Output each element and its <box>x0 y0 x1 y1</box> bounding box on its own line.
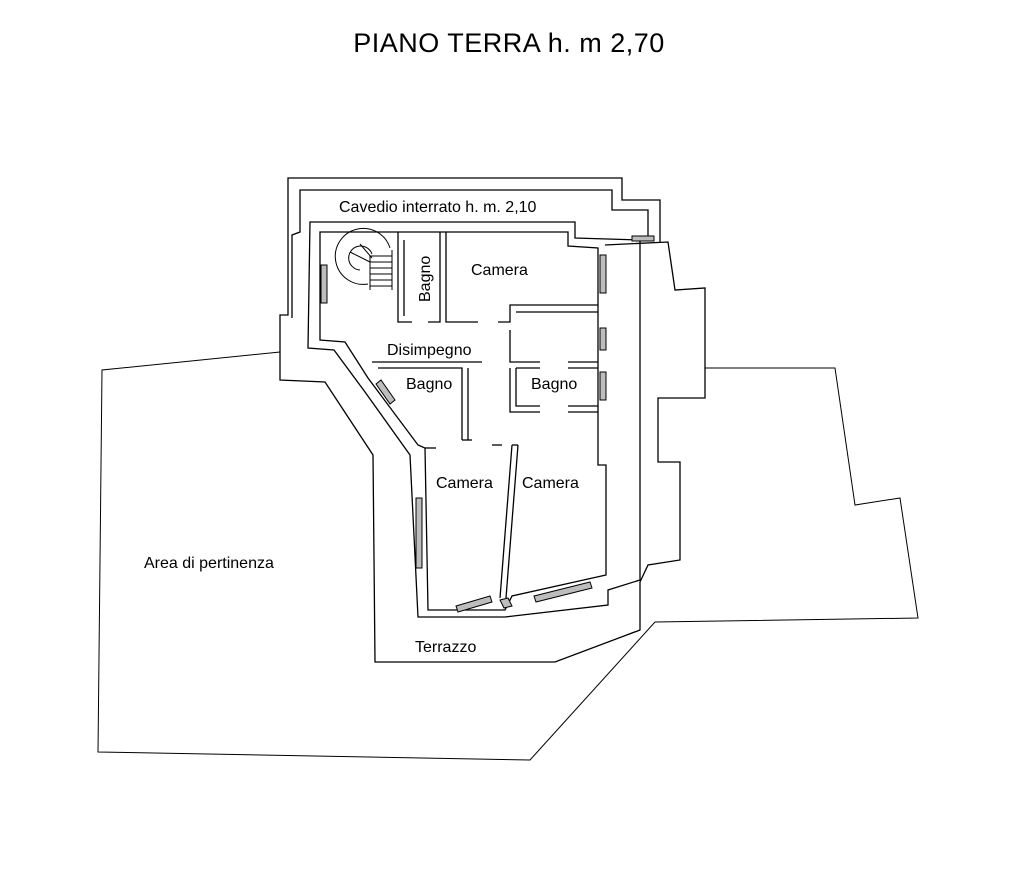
disimpegno-walls <box>498 304 598 413</box>
area-pertinenza-outline <box>97 351 919 761</box>
plan-title: PIANO TERRA h. m 2,70 <box>353 28 665 58</box>
label-bagno-right: Bagno <box>531 376 577 393</box>
label-disimpegno: Disimpegno <box>387 342 472 359</box>
label-bagno-top: Bagno <box>417 256 434 302</box>
stair-treads <box>349 243 393 290</box>
label-camera-left: Camera <box>436 475 493 492</box>
bagno-top-walls <box>397 232 478 323</box>
apartment-outer-wall <box>307 221 641 618</box>
label-bagno-left: Bagno <box>406 376 452 393</box>
camera-partition <box>499 444 519 599</box>
label-camera-top: Camera <box>471 262 528 279</box>
spiral-stair-inner <box>348 245 373 271</box>
label-cavedio: Cavedio interrato h. m. 2,10 <box>339 199 537 216</box>
label-area-pertinenza: Area di pertinenza <box>144 555 274 572</box>
label-terrazzo: Terrazzo <box>415 639 476 656</box>
spiral-stair-outline <box>334 227 391 285</box>
terrazzo-outline <box>279 241 706 663</box>
windows <box>320 235 655 613</box>
cavedio-inner-wall <box>291 189 649 318</box>
bagno-left-walls <box>372 361 518 449</box>
apartment-inner-wall <box>319 231 607 611</box>
label-camera-right: Camera <box>522 475 579 492</box>
cavedio-outer-wall <box>279 177 661 352</box>
